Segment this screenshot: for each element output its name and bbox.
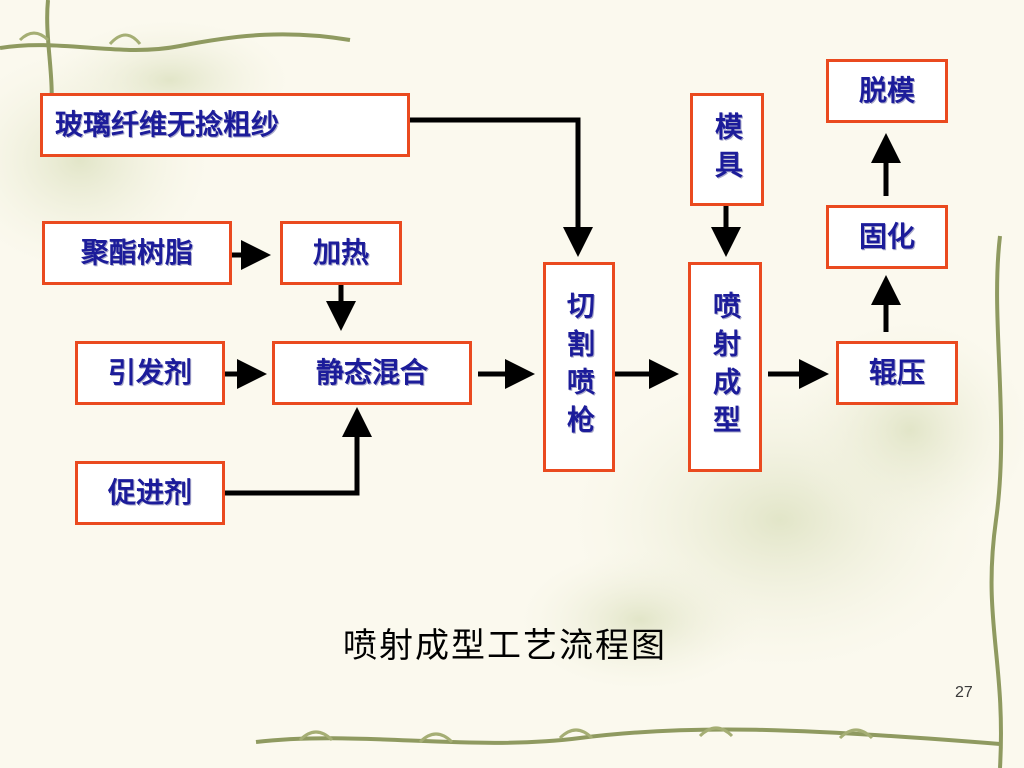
node-gun: 切割喷枪 (543, 262, 615, 472)
diagram-caption: 喷射成型工艺流程图 (343, 626, 667, 666)
node-accelerator: 促进剂 (75, 461, 225, 525)
edge-fiber-gun (410, 117, 593, 257)
node-fiber: 玻璃纤维无捻粗纱 (40, 93, 410, 157)
node-mixer: 静态混合 (272, 341, 472, 405)
page-number: 27 (955, 684, 973, 701)
node-heat: 加热 (280, 221, 402, 285)
node-demold: 脱模 (826, 59, 948, 123)
node-resin: 聚酯树脂 (42, 221, 232, 285)
node-initiator: 引发剂 (75, 341, 225, 405)
node-cure: 固化 (826, 205, 948, 269)
edge-accelerator-mixer (224, 407, 372, 496)
node-roll: 辊压 (836, 341, 958, 405)
node-spray: 喷射成型 (688, 262, 762, 472)
node-mold: 模具 (690, 93, 764, 206)
